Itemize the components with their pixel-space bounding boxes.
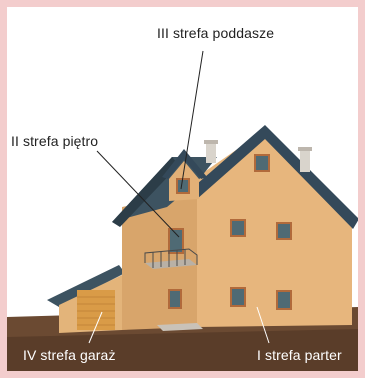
illustration-canvas: III strefa poddasze II strefa piętro IV …: [7, 7, 358, 371]
balcony-slab: [145, 259, 197, 269]
entrance-steps: [157, 323, 203, 331]
window-ground-2: [276, 290, 292, 310]
main-roof-ridge: [190, 125, 358, 229]
house-illustration: [7, 50, 358, 371]
window-ground-1: [230, 287, 246, 307]
roof-edge-left: [112, 157, 179, 227]
chimney-right-cap: [298, 147, 312, 151]
dormer-roof: [162, 149, 207, 179]
ground-shade: [7, 329, 358, 371]
label-first-floor: II strefa piętro: [11, 133, 99, 149]
chimney-left: [206, 143, 216, 163]
label-attic: III strefa poddasze: [157, 25, 275, 41]
garage-roof: [47, 265, 125, 307]
label-garage: IV strefa garaż: [23, 347, 116, 363]
leader-attic: [180, 50, 204, 190]
leader-first-floor: [96, 150, 180, 238]
chimney-left-cap: [204, 140, 218, 144]
balcony-door: [168, 228, 184, 254]
leader-garage: [88, 311, 103, 344]
leader-ground-floor: [256, 306, 270, 344]
dormer-window: [176, 178, 190, 194]
window-first-2: [276, 222, 292, 240]
house-facade: [197, 132, 352, 327]
side-window-ground: [168, 289, 182, 309]
garage-door: [77, 290, 115, 330]
window-gable: [254, 154, 270, 172]
chimney-right: [300, 150, 310, 172]
window-first-1: [230, 219, 246, 237]
label-ground-floor: I strefa parter: [257, 347, 342, 363]
